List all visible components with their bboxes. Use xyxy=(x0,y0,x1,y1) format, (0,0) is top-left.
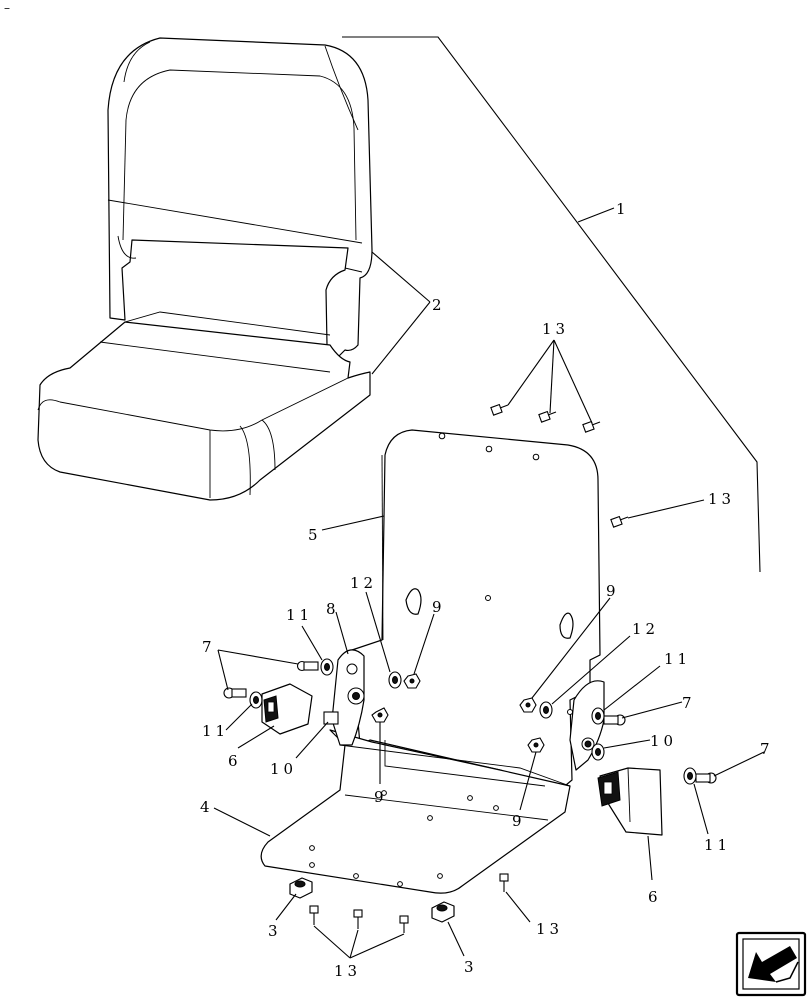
callout-11-right: 11 xyxy=(664,650,691,668)
bolt-13-bottom-2 xyxy=(353,909,363,929)
seat-cushion-assembly xyxy=(37,37,373,501)
callout-13-bottom-right: 13 xyxy=(536,920,563,938)
callout-13-side: 13 xyxy=(708,490,735,508)
bolt-13-side xyxy=(610,515,629,528)
callout-10-right: 10 xyxy=(650,732,677,750)
bolt-7-upper-left xyxy=(296,660,319,672)
bolt-13-bottom-3 xyxy=(399,915,409,933)
bolt-13-top-left xyxy=(490,403,509,416)
washer-11-right xyxy=(591,707,605,725)
callout-7-far-right: 7 xyxy=(760,740,774,758)
callout-6-left: 6 xyxy=(228,752,242,770)
callout-10-left: 10 xyxy=(270,760,297,778)
callout-3-left: 3 xyxy=(268,922,282,940)
spacer-10-right xyxy=(591,743,605,761)
callout-9-lower-right: 9 xyxy=(512,812,526,830)
callout-11-upper-left: 11 xyxy=(286,606,313,624)
callout-9-upper-right: 9 xyxy=(606,582,620,600)
callout-11-far-right: 11 xyxy=(704,836,731,854)
bolt-13-top-right xyxy=(582,420,601,433)
callout-6-right: 6 xyxy=(648,888,662,906)
bolt-13-top-mid xyxy=(538,410,557,423)
nut-9-upper-left xyxy=(403,673,421,689)
spacer-10-left xyxy=(323,711,339,725)
seat-belt-buckle-left xyxy=(261,683,313,735)
corner-mark: – xyxy=(4,1,10,15)
navigation-arrow-icon[interactable] xyxy=(735,931,807,997)
callout-1: 1 xyxy=(616,200,630,218)
callout-labels: 1 2 3 3 4 5 6 6 7 7 7 8 9 9 9 9 10 10 11… xyxy=(200,200,774,980)
callout-12-right: 12 xyxy=(632,620,659,638)
nut-3-left xyxy=(289,877,313,899)
nut-9-right-upper xyxy=(519,697,537,713)
seat-frame-assembly xyxy=(260,429,605,894)
callout-9-lower-left: 9 xyxy=(374,788,388,806)
leader-lines xyxy=(213,36,765,959)
nut-9-right-lower xyxy=(527,737,545,753)
seat-belt-buckle-right xyxy=(597,767,663,836)
nut-3-right xyxy=(431,901,455,923)
callout-13-bottom: 13 xyxy=(334,962,361,980)
washer-11-upper-left xyxy=(320,658,334,676)
washer-11-left xyxy=(249,691,263,709)
callout-7-left: 7 xyxy=(202,638,216,656)
washer-12-left xyxy=(388,671,402,689)
nut-9-left xyxy=(371,707,389,723)
callout-7-right: 7 xyxy=(682,694,696,712)
callout-11-left: 11 xyxy=(202,722,229,740)
bolt-13-bottom-1 xyxy=(309,905,319,925)
bolt-7-far-right xyxy=(695,772,717,784)
callout-12-left: 12 xyxy=(350,574,377,592)
callout-13-top: 13 xyxy=(542,320,569,338)
callout-2: 2 xyxy=(432,296,446,314)
callout-8: 8 xyxy=(326,600,340,618)
bolt-13-bottom-4 xyxy=(499,873,509,892)
bolt-7-right xyxy=(603,714,626,726)
callout-9-upper-left: 9 xyxy=(432,598,446,616)
callout-5: 5 xyxy=(308,526,322,544)
washer-12-right xyxy=(539,701,553,719)
washer-11-far-right xyxy=(683,767,697,785)
bolt-7-left xyxy=(223,687,247,699)
callout-4: 4 xyxy=(200,798,214,816)
hardware-items xyxy=(223,403,717,933)
callout-3-right: 3 xyxy=(464,958,478,976)
